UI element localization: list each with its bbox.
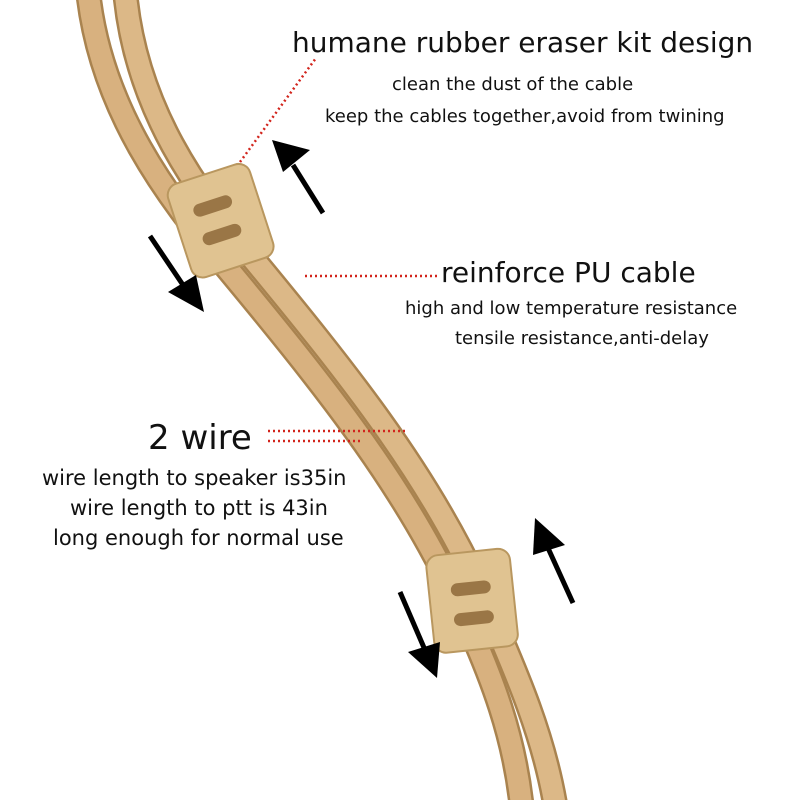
leader-lines [238,57,438,443]
wire-title: 2 wire [148,418,252,458]
eraser-line-2: keep the cables together,avoid from twin… [325,106,725,127]
wire-line-3: long enough for normal use [53,526,344,550]
cable-line-2: tensile resistance,anti-delay [455,328,709,349]
eraser-block-top [166,162,275,279]
cable-strands [76,0,568,800]
direction-arrows [147,140,576,678]
wire-line-1: wire length to speaker is35in [42,466,347,490]
eraser-block-bottom [425,547,519,654]
cable-title: reinforce PU cable [441,256,696,289]
eraser-title: humane rubber eraser kit design [292,26,754,59]
cable-line-1: high and low temperature resistance [405,298,738,319]
eraser-line-1: clean the dust of the cable [392,74,634,95]
wire-line-2: wire length to ptt is 43in [70,496,328,520]
